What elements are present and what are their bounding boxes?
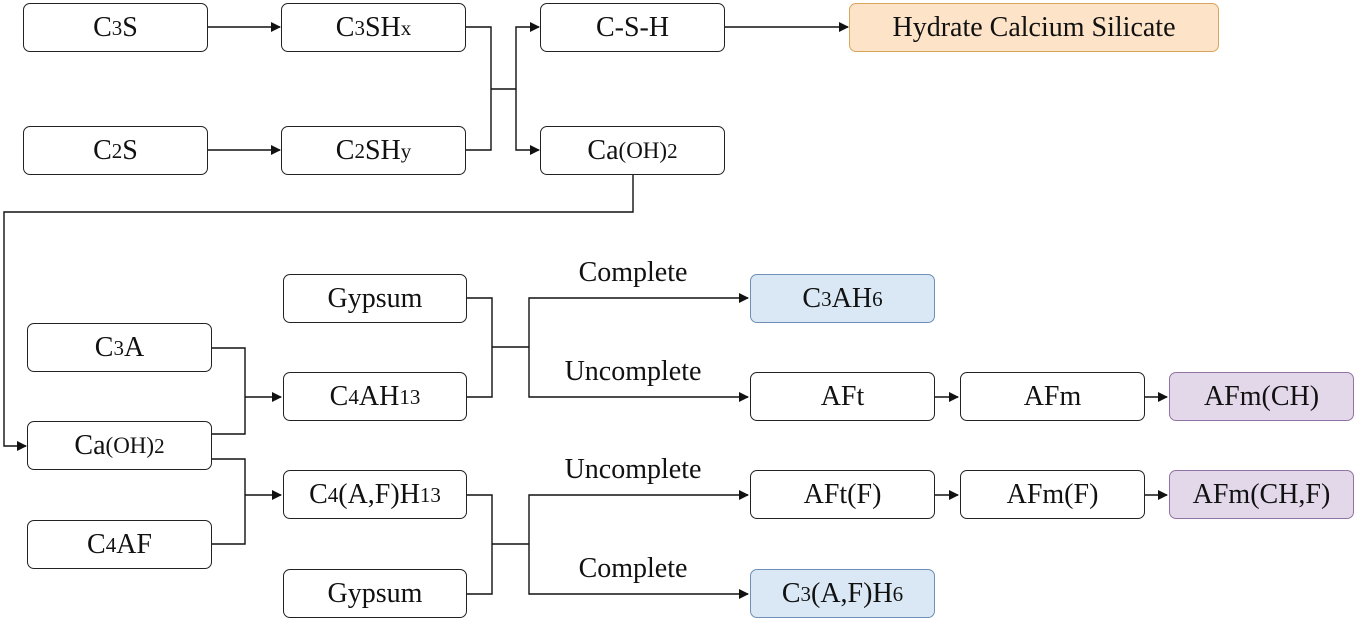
- edge-gypsum-bottom-merge: [467, 494, 493, 595]
- edge-label-uncomplete-top: Uncomplete: [564, 356, 702, 387]
- edge-uncomplete-bottom: [528, 490, 749, 544]
- edge-merge-caoh2: [515, 89, 540, 155]
- node-gypsum-bottom: Gypsum: [283, 569, 467, 618]
- node-gypsum-top: Gypsum: [283, 274, 467, 323]
- edge-label-complete-bottom: Complete: [578, 553, 688, 584]
- node-afm-ch: AFm(CH): [1169, 372, 1354, 421]
- edge-c4af-merge: [212, 458, 246, 545]
- edge-complete-top: [528, 293, 749, 347]
- node-csh: C-S-H: [540, 3, 725, 52]
- node-aft-f: AFt(F): [750, 470, 935, 519]
- node-afm-f: AFm(F): [960, 470, 1145, 519]
- edge-label-uncomplete-bottom: Uncomplete: [564, 454, 702, 485]
- edge-caoh2-loop: [3, 175, 634, 451]
- node-hydrate-calcium-silicate: Hydrate Calcium Silicate: [849, 3, 1219, 52]
- edge-label-complete-top: Complete: [578, 257, 688, 288]
- edge-merge-csh: [515, 22, 540, 89]
- edge-c3a-merge: [212, 347, 246, 435]
- node-caoh2-top: Ca(OH)2: [540, 126, 725, 175]
- edge-complete-bottom: [528, 544, 749, 599]
- node-caoh2-bottom: Ca(OH)2: [27, 421, 212, 470]
- edge-c3shx-merge: [466, 26, 492, 151]
- node-afm: AFm: [960, 372, 1145, 421]
- node-afm-ch-f: AFm(CH,F): [1169, 470, 1354, 519]
- node-aft: AFt: [750, 372, 935, 421]
- edge-uncomplete-top: [528, 347, 749, 402]
- edge-gypsum-top-merge: [467, 297, 493, 398]
